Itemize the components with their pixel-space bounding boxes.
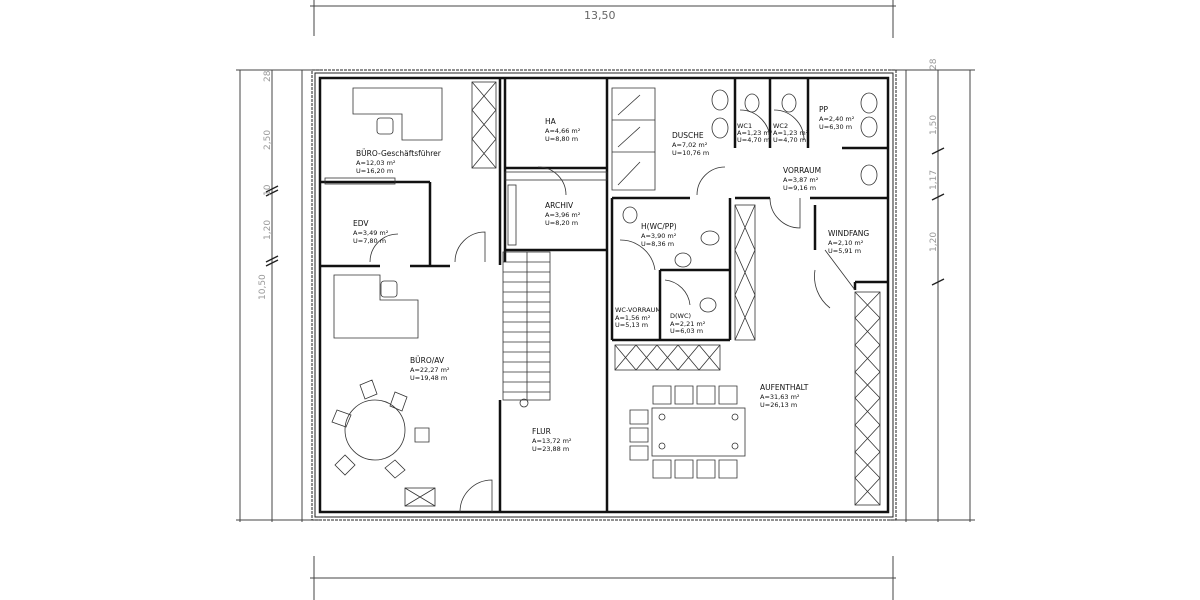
- dining-table: [651, 407, 746, 457]
- room-label-dusche: DUSCHE A=7,02 m² U=10,76 m: [672, 131, 709, 157]
- room-label-text: A=3,96 m²: [545, 211, 581, 219]
- room-label-flur: FLUR A=13,72 m² U=23,88 m: [532, 427, 572, 453]
- interior-walls: [320, 78, 888, 512]
- room-label-text: A=1,23 m²: [737, 129, 773, 137]
- room-label-text: H(WC/PP): [641, 222, 677, 231]
- dim-left-1: 28: [263, 70, 273, 82]
- room-label-text: A=2,40 m²: [819, 115, 855, 123]
- room-label-text: U=7,80 m: [353, 237, 386, 245]
- room-label-text: U=19,48 m: [410, 374, 447, 382]
- room-label-vorraum: VORRAUM A=3,87 m² U=9,16 m: [783, 166, 821, 192]
- room-label-text: A=2,10 m²: [828, 239, 864, 247]
- room-label-wc2: WC2 A=1,23 m² U=4,70 m: [773, 122, 809, 144]
- room-label-text: A=13,72 m²: [532, 437, 572, 445]
- room-labels: BÜRO-Geschäftsführer A=12,03 m² U=16,20 …: [353, 105, 869, 453]
- room-label-h-wc-pp: H(WC/PP) A=3,90 m² U=8,36 m: [641, 222, 677, 248]
- room-label-text: U=5,13 m: [615, 321, 648, 329]
- room-label-buero-gf: BÜRO-Geschäftsführer A=12,03 m² U=16,20 …: [356, 149, 442, 175]
- room-label-text: BÜRO-Geschäftsführer: [356, 149, 442, 158]
- room-label-text: A=4,66 m²: [545, 127, 581, 135]
- room-label-text: U=4,70 m: [773, 136, 806, 144]
- room-label-text: A=3,49 m²: [353, 229, 389, 237]
- room-label-text: A=12,03 m²: [356, 159, 396, 167]
- room-label-text: D(WC): [670, 312, 691, 320]
- room-label-text: PP: [819, 105, 829, 114]
- room-label-text: BÜRO/AV: [410, 356, 445, 365]
- room-label-pp: PP A=2,40 m² U=6,30 m: [819, 105, 855, 131]
- room-label-text: U=5,91 m: [828, 247, 861, 255]
- furniture: [331, 87, 878, 513]
- room-label-buero-av: BÜRO/AV A=22,27 m² U=19,48 m: [410, 356, 450, 382]
- room-label-text: WC2: [773, 122, 788, 130]
- staircase[interactable]: [502, 251, 551, 408]
- dim-right-1: 28: [929, 58, 939, 70]
- room-label-text: EDV: [353, 219, 369, 228]
- room-label-text: AUFENTHALT: [760, 383, 809, 392]
- room-label-windfang: WINDFANG A=2,10 m² U=5,91 m: [828, 229, 869, 255]
- dim-left-3: 10: [263, 184, 273, 196]
- room-label-text: HA: [545, 117, 557, 126]
- room-label-text: A=31,63 m²: [760, 393, 800, 401]
- room-label-wc-vorraum: WC-VORRAUM A=1,56 m² U=5,13 m: [615, 306, 661, 329]
- room-label-text: A=1,23 m²: [773, 129, 809, 137]
- room-label-text: ARCHIV: [545, 201, 574, 210]
- dim-right-4: 1,20: [929, 232, 939, 252]
- room-label-d-wc: D(WC) A=2,21 m² U=6,03 m: [670, 312, 706, 335]
- room-label-text: WC-VORRAUM: [615, 306, 661, 314]
- room-label-text: VORRAUM: [783, 166, 821, 175]
- room-label-text: U=9,16 m: [783, 184, 816, 192]
- chair-icon: [380, 280, 398, 298]
- room-label-text: U=4,70 m: [737, 136, 770, 144]
- room-label-text: U=16,20 m: [356, 167, 393, 175]
- room-label-text: U=6,03 m: [670, 327, 703, 335]
- room-label-text: U=6,30 m: [819, 123, 852, 131]
- room-label-text: U=8,20 m: [545, 219, 578, 227]
- dim-left-total: 10,50: [258, 274, 268, 300]
- room-label-text: A=1,56 m²: [615, 314, 651, 322]
- room-label-text: A=7,02 m²: [672, 141, 708, 149]
- room-label-text: U=26,13 m: [760, 401, 797, 409]
- dim-right-2: 1,50: [929, 115, 939, 135]
- room-label-aufenthalt: AUFENTHALT A=31,63 m² U=26,13 m: [760, 383, 809, 409]
- room-label-text: A=3,90 m²: [641, 232, 677, 240]
- room-label-archiv: ARCHIV A=3,96 m² U=8,20 m: [545, 201, 581, 227]
- room-label-wc1: WC1 A=1,23 m² U=4,70 m: [737, 122, 773, 144]
- chair-icon: [376, 117, 394, 135]
- room-label-text: A=3,87 m²: [783, 176, 819, 184]
- room-label-text: FLUR: [532, 427, 551, 436]
- room-label-edv: EDV A=3,49 m² U=7,80 m: [353, 219, 389, 245]
- dimension-lines: [236, 0, 975, 600]
- room-label-text: U=10,76 m: [672, 149, 709, 157]
- room-label-text: A=2,21 m²: [670, 320, 706, 328]
- room-label-text: U=8,80 m: [545, 135, 578, 143]
- dim-top-total: 13,50: [584, 9, 616, 22]
- outer-walls: [311, 69, 897, 521]
- room-label-text: U=23,88 m: [532, 445, 569, 453]
- round-table: [344, 399, 406, 461]
- dim-left-2: 2,50: [263, 130, 273, 150]
- room-label-text: DUSCHE: [672, 131, 704, 140]
- dim-left-4: 1,20: [263, 220, 273, 240]
- room-label-text: U=8,36 m: [641, 240, 674, 248]
- room-label-text: A=22,27 m²: [410, 366, 450, 374]
- room-label-ha: HA A=4,66 m² U=8,80 m: [545, 117, 581, 143]
- room-label-text: WC1: [737, 122, 752, 130]
- cabinets: [324, 81, 881, 507]
- dim-right-3: 1,17: [929, 170, 939, 190]
- room-label-text: WINDFANG: [828, 229, 869, 238]
